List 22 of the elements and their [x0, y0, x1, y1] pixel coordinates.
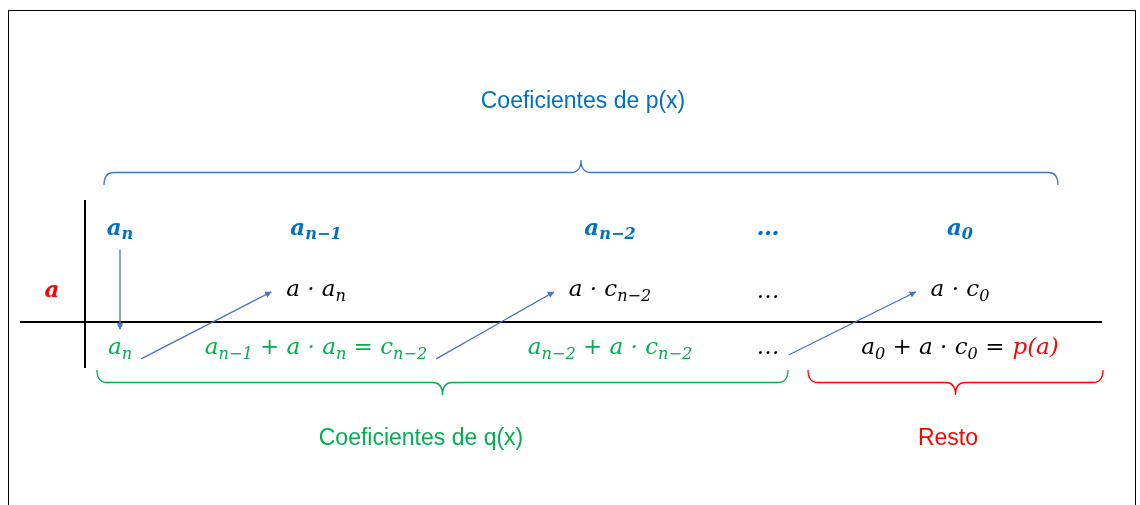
math-expression: a$_{n}$	[104, 331, 136, 365]
math-expression: a$_{n−1}$ + a · a$_{n}$ = c$_{n−2}$	[201, 331, 431, 365]
math-expression: a	[41, 272, 63, 304]
arrow	[140, 291, 272, 360]
math-expression: …	[753, 275, 783, 305]
arrow	[116, 248, 124, 330]
math-expression: a$_{0}$	[943, 210, 977, 246]
arrow	[787, 291, 917, 356]
math-expression: …	[753, 210, 783, 242]
brace-label: Coeficientes de p(x)	[480, 86, 686, 114]
math-expression: a · a$_{n}$	[283, 273, 349, 307]
math-expression: …	[753, 331, 783, 361]
math-expression: a$_{0}$ + a · c$_{0}$ = p(a)	[858, 331, 1062, 365]
math-expression: a · c$_{n−2}$	[565, 273, 655, 307]
brace-label: Resto	[917, 423, 979, 451]
math-expression: a$_{n−1}$	[287, 210, 345, 246]
brace-label: Coeficientes de q(x)	[318, 423, 524, 451]
math-expression: a$_{n}$	[103, 210, 137, 246]
math-expression: a · c$_{0}$	[927, 273, 993, 307]
math-expression: a$_{n−2}$ + a · c$_{n−2}$	[524, 331, 696, 365]
math-expression: a$_{n−2}$	[581, 210, 639, 246]
arrow	[435, 291, 555, 360]
